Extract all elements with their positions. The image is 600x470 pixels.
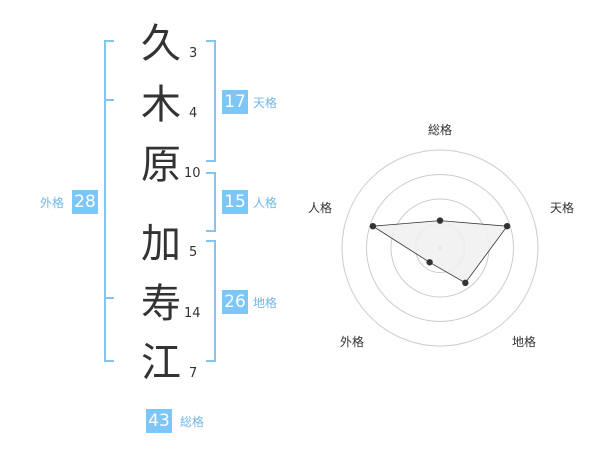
radar-axis-label-jinkaku: 人格	[308, 201, 333, 215]
tenkaku-score: 17	[222, 90, 248, 114]
stroke-count-4: 5	[189, 245, 198, 260]
radar-point-2	[503, 222, 511, 230]
tenkaku-bracket	[206, 40, 216, 162]
name-char-2: 木	[141, 82, 181, 128]
radar-point-4	[426, 259, 433, 266]
chikaku-label: 地格	[253, 296, 278, 310]
radar-series-area	[371, 220, 508, 284]
radar-point-5	[369, 222, 377, 230]
name-char-4: 加	[141, 221, 181, 267]
radar-axis-label-tenkaku: 天格	[550, 201, 575, 215]
radar-grid-ring-3	[366, 174, 514, 322]
name-char-3: 原	[141, 142, 181, 188]
tenkaku-label: 天格	[253, 96, 278, 110]
radar-axis-label-soukaku: 総格	[428, 123, 453, 137]
soukaku-score: 43	[146, 409, 172, 433]
gaikaku-label: 外格	[40, 196, 65, 210]
stroke-count-5: 14	[184, 306, 201, 321]
radar-axis-label-chikaku: 地格	[512, 335, 537, 349]
gaikaku-bracket	[104, 40, 114, 362]
radar-grid-ring-4	[341, 149, 539, 347]
stroke-count-2: 4	[189, 106, 198, 121]
jinkaku-bracket	[206, 172, 216, 232]
soukaku-label: 総格	[180, 415, 205, 429]
stroke-count-1: 3	[189, 46, 198, 61]
radar-point-3	[462, 279, 469, 287]
gaikaku-score: 28	[72, 190, 98, 214]
stroke-count-3: 10	[184, 166, 201, 181]
radar-point-1	[436, 217, 444, 224]
chikaku-bracket	[206, 240, 216, 362]
name-char-1: 久	[141, 21, 181, 67]
jinkaku-score: 15	[222, 190, 248, 214]
jinkaku-label: 人格	[253, 196, 278, 210]
radar-axis-label-gaikaku: 外格	[340, 335, 365, 349]
chikaku-score: 26	[222, 290, 248, 314]
stroke-count-6: 7	[189, 366, 198, 381]
name-char-6: 江	[141, 340, 181, 386]
gaikaku-bracket-tick-lower	[104, 297, 114, 299]
name-char-5: 寿	[141, 281, 181, 327]
gaikaku-bracket-tick-upper	[104, 99, 114, 101]
